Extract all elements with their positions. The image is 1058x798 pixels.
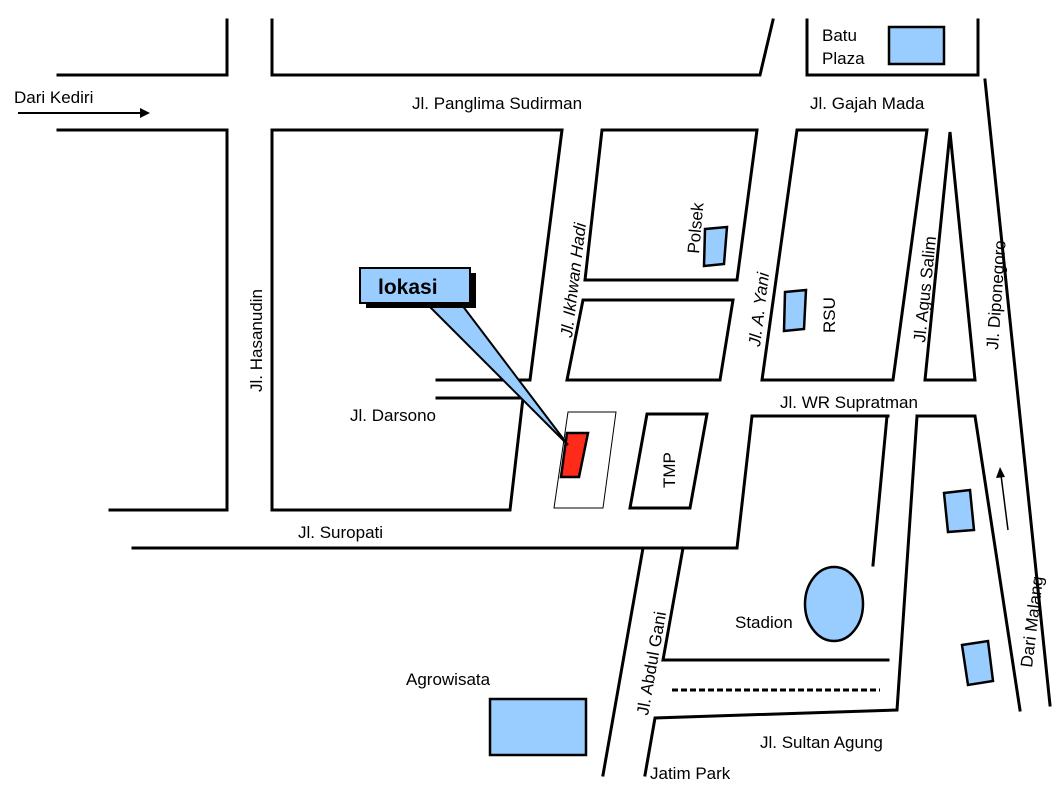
tmp-label: TMP: [660, 452, 679, 488]
road-edge: [270, 128, 564, 382]
batu-plaza-label-line2: Plaza: [822, 49, 865, 68]
hasanudin-label: Jl. Hasanudin: [247, 289, 266, 392]
road-edge: [760, 128, 929, 382]
road-edge: [131, 546, 645, 777]
dari-kediri-arrow-head: [140, 108, 150, 118]
sultan-agung-label: Jl. Sultan Agung: [760, 733, 883, 752]
agrowisata-label: Agrowisata: [406, 670, 491, 689]
lokasi-plot-outline: [553, 411, 617, 509]
dari-malang-arrow-shaft: [1000, 474, 1009, 531]
road-edge: [565, 298, 735, 382]
building-right-lower: [960, 639, 995, 687]
road-edge: [923, 131, 977, 382]
jatim-park-label: Jatim Park: [650, 764, 731, 783]
direction-arrows: [18, 108, 1009, 531]
callout-box: [359, 267, 471, 304]
road-edge: [915, 414, 1022, 712]
building-right-upper: [942, 488, 976, 534]
road-edge: [270, 18, 775, 77]
callout-pointer: [425, 304, 569, 446]
batu-plaza-label-line1: Batu: [822, 26, 857, 45]
panglima-sudirman-label: Jl. Panglima Sudirman: [412, 94, 582, 113]
buildings: [488, 25, 995, 757]
road-edge: [871, 414, 889, 567]
suropati-label: Jl. Suropati: [298, 523, 383, 542]
dari-malang-arrow-head: [996, 467, 1005, 478]
stadion-label: Stadion: [735, 613, 793, 632]
road-edge: [270, 128, 525, 512]
agrowisata-building: [488, 697, 588, 757]
polsek-building: [702, 225, 729, 268]
road-edge: [983, 78, 1052, 707]
wr-supratman-label: Jl. WR Supratman: [780, 393, 918, 412]
rsu-building: [782, 288, 808, 333]
road-edge: [643, 414, 919, 777]
gajah-mada-label: Jl. Gajah Mada: [810, 94, 925, 113]
darsono-label: Jl. Darsono: [350, 406, 436, 425]
rsu-label: RSU: [820, 297, 839, 333]
lokasi-callout: lokasi: [359, 267, 569, 446]
polsek-label: Polsek: [684, 201, 707, 254]
road-edge: [583, 128, 759, 282]
batu-plaza-building: [887, 25, 946, 66]
road-edge: [628, 412, 709, 510]
dari-kediri-label: Dari Kediri: [14, 88, 93, 107]
road-edge: [805, 18, 980, 77]
diponegoro-label: Jl. Diponegoro: [983, 240, 1010, 351]
lokasi-label: lokasi: [378, 276, 438, 299]
stadion-ellipse: [803, 565, 865, 643]
road-network: [56, 18, 1052, 777]
road-edge: [643, 414, 890, 550]
road-edge: [661, 546, 890, 662]
abdul-gani-label: Jl. Abdul Gani: [633, 610, 670, 717]
road-edge: [56, 128, 229, 512]
road-edge: [56, 18, 229, 77]
